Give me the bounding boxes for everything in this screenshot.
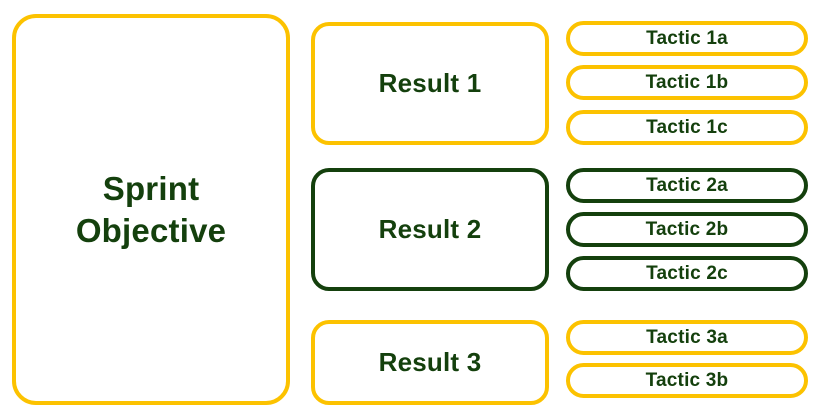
tactic-pill-2c[interactable]: Tactic 2c	[566, 256, 808, 291]
tactic-pill-3b[interactable]: Tactic 3b	[566, 363, 808, 398]
tactic-label-3a: Tactic 3a	[646, 326, 728, 348]
tactic-label-2c: Tactic 2c	[646, 262, 728, 284]
result-card-3[interactable]: Result 3	[311, 320, 549, 405]
tactic-label-2a: Tactic 2a	[646, 174, 728, 196]
tactic-pill-2a[interactable]: Tactic 2a	[566, 168, 808, 203]
tactic-pill-3a[interactable]: Tactic 3a	[566, 320, 808, 355]
tactic-pill-1a[interactable]: Tactic 1a	[566, 21, 808, 56]
result-card-1[interactable]: Result 1	[311, 22, 549, 145]
tactic-label-1b: Tactic 1b	[645, 71, 729, 93]
result-label-3: Result 3	[378, 347, 482, 377]
tactic-label-2b: Tactic 2b	[645, 218, 729, 240]
result-card-2[interactable]: Result 2	[311, 168, 549, 291]
tactic-label-1a: Tactic 1a	[646, 27, 728, 49]
tactic-pill-1b[interactable]: Tactic 1b	[566, 65, 808, 100]
tactic-pill-1c[interactable]: Tactic 1c	[566, 110, 808, 145]
result-label-2: Result 2	[378, 214, 482, 244]
objective-card[interactable]: Sprint Objective	[12, 14, 290, 405]
tactic-label-1c: Tactic 1c	[646, 116, 728, 138]
result-label-1: Result 1	[378, 68, 482, 98]
tactic-label-3b: Tactic 3b	[645, 369, 729, 391]
objective-label: Sprint Objective	[75, 170, 227, 249]
tactic-pill-2b[interactable]: Tactic 2b	[566, 212, 808, 247]
